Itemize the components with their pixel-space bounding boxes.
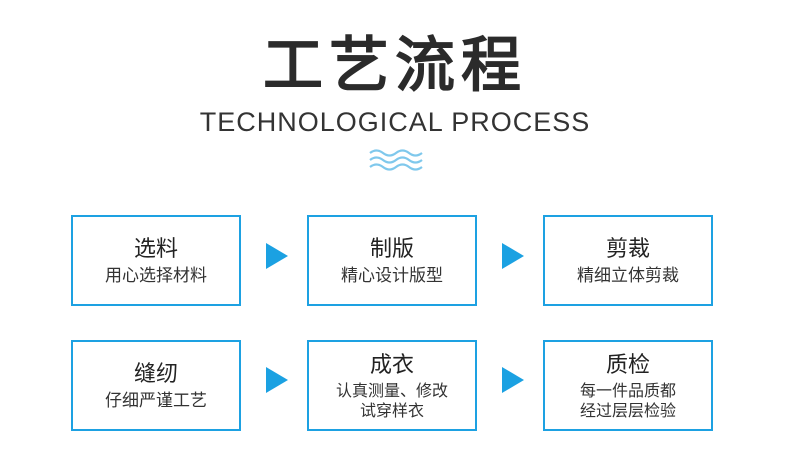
step-desc: 仔细严谨工艺 (105, 390, 207, 411)
step-desc-line2: 经过层层检验 (579, 400, 676, 420)
step-card-garment: 成衣 认真测量、修改 试穿样衣 (307, 340, 477, 431)
step-title: 质检 (605, 352, 650, 378)
page-title: 工艺流程 (263, 31, 527, 101)
step-card-select-material: 选料 用心选择材料 (71, 215, 241, 306)
step-desc-line2: 试穿样衣 (359, 400, 424, 420)
step-title: 剪裁 (605, 236, 650, 262)
page-subtitle: TECHNOLOGICAL PROCESS (199, 107, 591, 137)
step-title: 选料 (133, 236, 178, 262)
step-title: 制版 (369, 236, 414, 262)
play-arrow-icon (266, 367, 288, 393)
wave-icon (369, 149, 423, 171)
play-arrow-icon (502, 367, 524, 393)
step-card-quality-check: 质检 每一件品质都 经过层层检验 (543, 340, 713, 431)
step-card-cutting: 剪裁 精细立体剪裁 (543, 215, 713, 306)
step-desc: 精心设计版型 (341, 265, 443, 286)
play-arrow-icon (266, 243, 288, 269)
step-desc-line1: 认真测量、修改 (335, 380, 448, 400)
step-card-sewing: 缝纫 仔细严谨工艺 (71, 340, 241, 431)
step-desc: 用心选择材料 (105, 265, 207, 286)
step-desc: 精细立体剪裁 (577, 265, 679, 286)
step-title: 缝纫 (133, 361, 178, 387)
play-arrow-icon (502, 243, 524, 269)
step-card-pattern: 制版 精心设计版型 (307, 215, 477, 306)
step-desc-line1: 每一件品质都 (579, 380, 676, 400)
step-title: 成衣 (369, 352, 414, 378)
